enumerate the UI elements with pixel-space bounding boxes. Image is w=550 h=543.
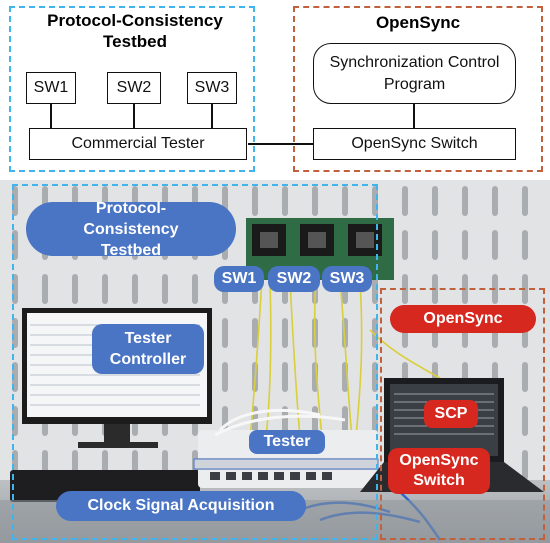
opensync-group-title: OpenSync — [375, 13, 461, 32]
commercial-tester-label: Commercial Tester — [71, 135, 205, 152]
testbed-group — [9, 6, 255, 172]
wire-sw3 — [211, 103, 213, 129]
sw3-label: SW3 — [194, 79, 230, 96]
photo-label-opensync: OpenSync — [390, 305, 536, 333]
sw3-box: SW3 — [187, 72, 237, 104]
opensync-switch-box: OpenSync Switch — [313, 128, 516, 160]
photo-opensync-outline — [380, 288, 545, 540]
wire-tester-switch — [248, 143, 314, 145]
opensync-group — [293, 6, 543, 172]
photo-label-scp: SCP — [424, 400, 478, 428]
sync-control-program-box: Synchronization Control Program — [313, 43, 516, 104]
wire-sw1 — [50, 103, 52, 129]
lab-photo: Protocol-Consistency Testbed SW1 SW2 SW3… — [0, 180, 550, 543]
photo-label-sw1: SW1 — [214, 266, 264, 292]
photo-label-sw2: SW2 — [268, 266, 320, 292]
sw2-label: SW2 — [116, 79, 152, 96]
photo-label-clock-signal: Clock Signal Acquisition — [56, 491, 306, 521]
commercial-tester-box: Commercial Tester — [29, 128, 247, 160]
opensync-switch-label: OpenSync Switch — [351, 135, 478, 152]
sw1-box: SW1 — [26, 72, 76, 104]
photo-testbed-outline — [12, 184, 378, 540]
photo-label-testbed: Protocol-Consistency Testbed — [26, 200, 236, 259]
photo-label-tester: Tester — [249, 430, 325, 454]
photo-label-tester-controller: Tester Controller — [92, 324, 204, 374]
sw2-box: SW2 — [107, 72, 161, 104]
sw1-label: SW1 — [33, 79, 69, 96]
wire-sw2 — [133, 103, 135, 129]
block-diagram: Protocol-Consistency Testbed OpenSync SW… — [0, 0, 550, 180]
wire-scp-switch — [413, 104, 415, 128]
sync-control-program-label: Synchronization Control Program — [329, 53, 500, 93]
testbed-group-title: Protocol-Consistency Testbed — [47, 11, 223, 51]
photo-label-opensync-switch: OpenSync Switch — [388, 448, 490, 494]
photo-label-sw3: SW3 — [322, 266, 372, 292]
